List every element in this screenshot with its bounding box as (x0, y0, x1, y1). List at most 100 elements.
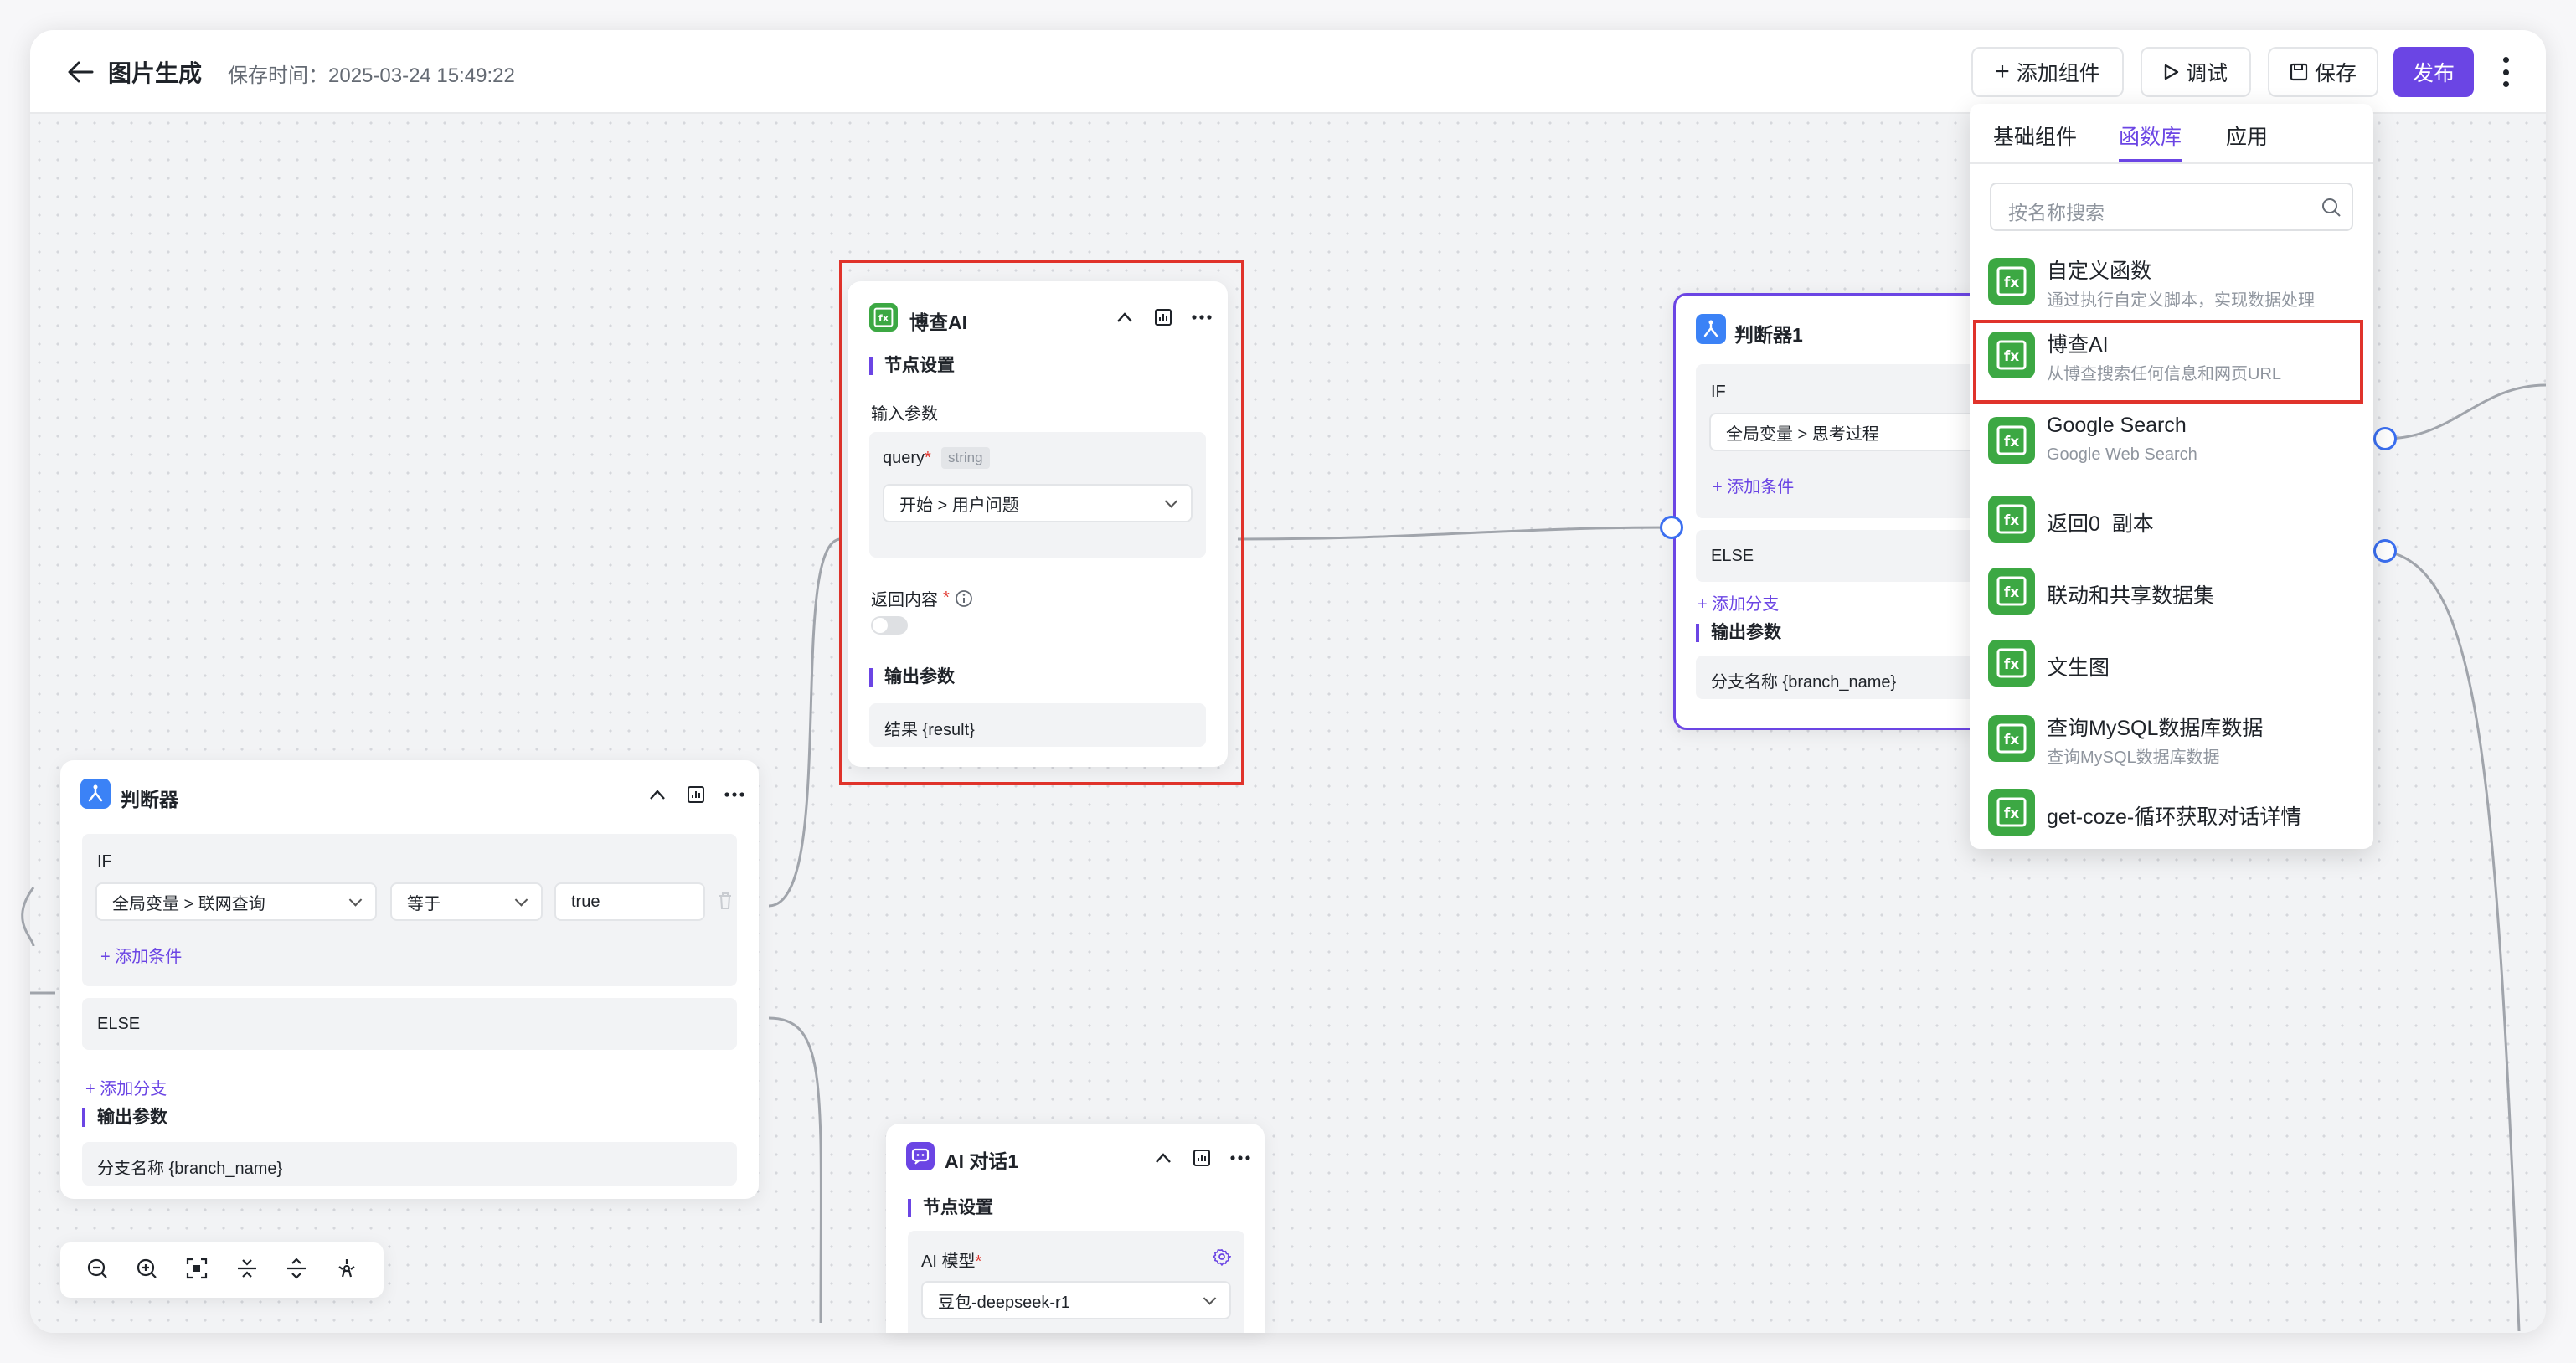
info-icon (955, 589, 972, 607)
condition-variable-select[interactable]: 全局变量 > 联网查询 (95, 882, 377, 921)
chart-icon[interactable] (1152, 306, 1174, 328)
return-content-toggle[interactable] (871, 616, 908, 635)
tab-basic-components[interactable]: 基础组件 (1993, 126, 2078, 149)
add-branch-link[interactable]: + 添加分支 (1698, 595, 1780, 614)
publish-button[interactable]: 发布 (2393, 47, 2474, 97)
function-item[interactable]: fx 博查AI 从博查搜索任何信息和网页URL (1970, 320, 2373, 392)
function-item[interactable]: fx 联动和共享数据集 (1970, 558, 2373, 625)
function-item[interactable]: fx 文生图 (1970, 630, 2373, 697)
node-settings-title: 节点设置 (908, 1199, 993, 1217)
add-branch-link[interactable]: + 添加分支 (85, 1080, 167, 1098)
chevron-down-icon (1203, 1292, 1217, 1305)
back-arrow-icon[interactable] (64, 55, 97, 89)
operator-select[interactable]: 等于 (390, 882, 543, 921)
function-name: 博查AI (2047, 333, 2109, 357)
query-value-select[interactable]: 开始 > 用户问题 (883, 484, 1193, 522)
add-component-label: 添加组件 (2016, 62, 2100, 85)
model-select[interactable]: 豆包-deepseek-r1 (921, 1281, 1231, 1319)
function-desc: 从博查搜索任何信息和网页URL (2047, 365, 2282, 383)
branch-icon (1696, 314, 1726, 344)
canvas-toolbar (60, 1242, 384, 1298)
chart-icon[interactable] (1191, 1147, 1213, 1169)
function-name: 文生图 (2047, 656, 2110, 680)
condition-value-input[interactable]: true (554, 882, 705, 921)
collapse-all-icon[interactable] (235, 1257, 259, 1284)
more-vertical-icon[interactable] (2497, 57, 2514, 87)
return-content-label: 返回内容* (871, 586, 973, 610)
model-label: AI 模型* (921, 1252, 982, 1271)
function-item[interactable]: fx 自定义函数 通过执行自定义脚本，实现数据处理 (1970, 246, 2373, 318)
save-label: 保存 (2314, 62, 2357, 85)
output-port-if[interactable] (2373, 427, 2397, 450)
operator-value: 等于 (407, 894, 440, 913)
function-item[interactable]: fx get-coze-循环获取对话详情 (1970, 779, 2373, 846)
function-item[interactable]: fx 查询MySQL数据库数据 查询MySQL数据库数据 (1970, 702, 2373, 774)
node-title: 判断器 (121, 789, 178, 810)
collapse-icon[interactable] (1114, 306, 1136, 328)
fx-icon: fx (1988, 496, 2035, 543)
function-item[interactable]: fx Google Search Google Web Search (1970, 405, 2373, 477)
function-name: get-coze-循环获取对话详情 (2047, 805, 2302, 829)
branch-icon (80, 779, 111, 809)
add-condition-link[interactable]: + 添加条件 (100, 948, 183, 966)
ai-chat-node[interactable]: AI 对话1 节点设置 AI 模型* 豆包-deepseek-r1 (886, 1124, 1265, 1333)
condition-variable-value: 全局变量 > 思考过程 (1726, 424, 1879, 444)
function-name: 自定义函数 (2047, 260, 2152, 283)
more-icon[interactable] (1191, 306, 1213, 328)
query-value: 开始 > 用户问题 (899, 496, 1019, 515)
debug-button[interactable]: 调试 (2141, 47, 2251, 97)
svg-text:fx: fx (878, 313, 889, 324)
highlight-box (1973, 320, 2363, 404)
function-name: Google Search (2047, 414, 2187, 437)
chart-icon[interactable] (685, 784, 707, 805)
tab-apps[interactable]: 应用 (2226, 126, 2269, 149)
add-condition-link[interactable]: + 添加条件 (1713, 478, 1795, 496)
function-name: 联动和共享数据集 (2047, 584, 2215, 608)
search-input[interactable]: 按名称搜索 (1990, 183, 2353, 231)
condition-variable-select[interactable]: 全局变量 > 思考过程 (1709, 413, 2011, 451)
collapse-icon[interactable] (647, 784, 668, 805)
expand-all-icon[interactable] (285, 1257, 308, 1284)
more-icon[interactable] (1229, 1147, 1251, 1169)
search-icon (2320, 196, 2343, 224)
output-port-else[interactable] (2373, 539, 2397, 563)
zoom-out-icon[interactable] (85, 1257, 109, 1284)
svg-text:fx: fx (2004, 584, 2019, 601)
delete-icon[interactable] (717, 891, 734, 911)
judge-node[interactable]: 判断器 IF 全局变量 > 联网查询 等于 true + 添加条件 ELSE +… (60, 760, 759, 1199)
collapse-icon[interactable] (1152, 1147, 1174, 1169)
auto-layout-icon[interactable] (335, 1257, 358, 1284)
play-icon (2164, 64, 2179, 80)
fit-view-icon[interactable] (185, 1257, 209, 1284)
highlight-box (839, 260, 1244, 785)
function-desc: 查询MySQL数据库数据 (2047, 748, 2220, 767)
function-item[interactable]: fx 返回0 副本 (1970, 486, 2373, 553)
add-condition-label: 添加条件 (115, 948, 183, 966)
model-block: AI 模型* 豆包-deepseek-r1 (908, 1231, 1244, 1333)
save-icon (2290, 63, 2308, 81)
input-port[interactable] (1660, 516, 1683, 539)
tab-function-library[interactable]: 函数库 (2119, 126, 2182, 149)
add-branch-label: 添加分支 (1712, 595, 1780, 614)
if-label: IF (97, 852, 112, 871)
bocha-node[interactable]: fx 博查AI 节点设置 输入参数 query* string 开始 > 用户问… (848, 281, 1228, 767)
saved-time: 保存时间：2025-03-24 15:49:22 (228, 64, 515, 87)
svg-text:fx: fx (2004, 732, 2019, 748)
settings-gear-icon[interactable] (1212, 1247, 1233, 1267)
function-name: 查询MySQL数据库数据 (2047, 717, 2264, 740)
else-label: ELSE (1711, 547, 1754, 565)
svg-text:fx: fx (2004, 805, 2019, 822)
query-label-text: query (883, 449, 925, 467)
save-button[interactable]: 保存 (2268, 47, 2378, 97)
return-content-text: 返回内容 (871, 591, 938, 609)
chat-icon (906, 1142, 935, 1170)
if-label: IF (1711, 383, 1726, 401)
model-label-text: AI 模型 (921, 1252, 976, 1271)
node-title: AI 对话1 (945, 1150, 1019, 1172)
input-params-label: 输入参数 (871, 405, 938, 424)
add-component-button[interactable]: + 添加组件 (1971, 47, 2124, 97)
more-icon[interactable] (724, 784, 745, 805)
add-condition-label: 添加条件 (1727, 478, 1795, 496)
function-desc: Google Web Search (2047, 445, 2197, 464)
zoom-in-icon[interactable] (135, 1257, 158, 1284)
